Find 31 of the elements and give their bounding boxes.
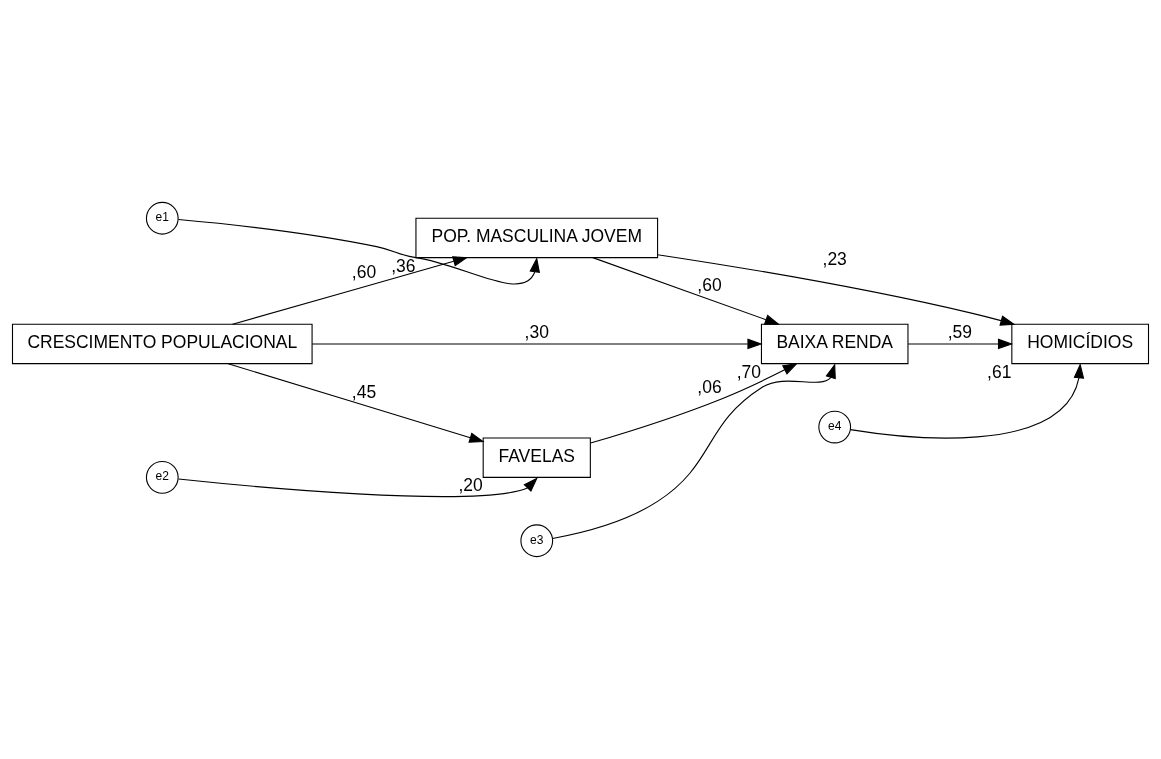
node-label: ,61	[987, 361, 1012, 382]
node-box: POP. MASCULINA JOVEM	[415, 217, 659, 259]
node-circle: e2	[145, 460, 179, 494]
arrow	[907, 338, 1014, 350]
edge-label: ,30	[524, 322, 549, 343]
node-box: HOMICÍDIOS	[1011, 323, 1150, 365]
edge-label: ,23	[822, 249, 847, 270]
edge-label: ,06	[697, 376, 722, 397]
arrow	[590, 363, 799, 444]
arrow	[657, 254, 1016, 326]
node-label: ,20	[458, 475, 483, 496]
node-label: ,36	[391, 255, 416, 276]
arrow	[849, 363, 1085, 439]
arrow	[177, 218, 541, 285]
edge-label: ,60	[697, 275, 722, 296]
node-circle: e4	[818, 410, 852, 444]
edge-label: ,59	[947, 322, 973, 343]
arrow	[232, 256, 469, 325]
edge-label: ,45	[351, 382, 377, 403]
edge-label: ,60	[351, 262, 377, 283]
arrow	[552, 363, 836, 539]
arrow	[227, 363, 485, 443]
node-circle: e1	[145, 201, 179, 235]
arrow	[311, 338, 763, 350]
node-box: FAVELAS	[482, 437, 591, 478]
arrow	[177, 477, 538, 498]
node-circle: e3	[520, 524, 554, 558]
node-box: CRESCIMENTO POPULACIONAL	[11, 323, 313, 365]
node-box: BAIXA RENDA	[760, 323, 909, 365]
arrow	[592, 257, 781, 325]
node-label: ,70	[736, 361, 762, 382]
